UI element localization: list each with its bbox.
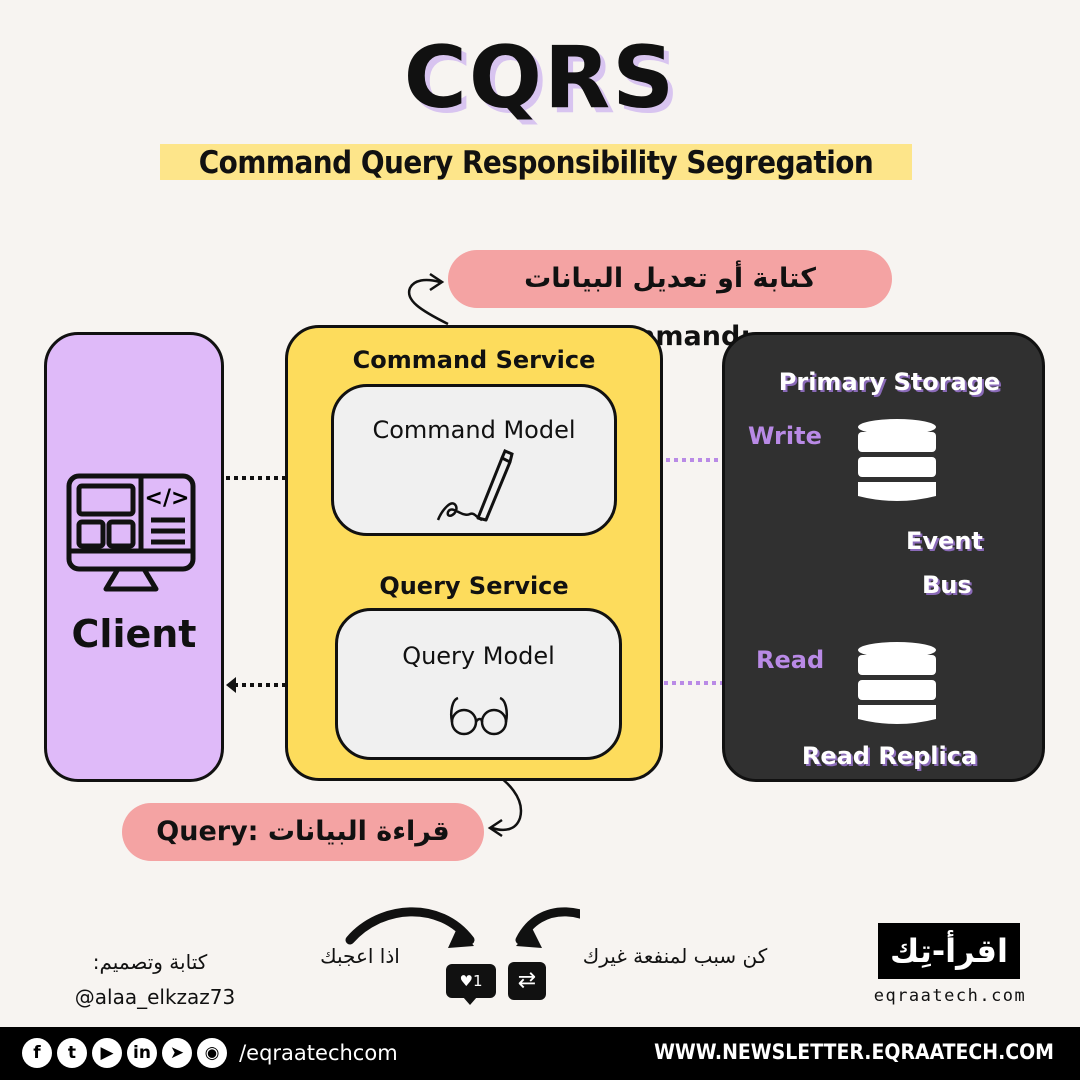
- retweet-button[interactable]: ⇄: [508, 962, 546, 1000]
- social-handle[interactable]: /eqraatechcom: [239, 1041, 398, 1065]
- credit-label: كتابة وتصميم:: [92, 950, 208, 974]
- read-replica-label: Read Replica: [801, 742, 978, 770]
- database-icon: [858, 419, 936, 501]
- event-bus-label-2: Bus: [922, 571, 972, 599]
- like-badge-tail: [463, 997, 477, 1005]
- brand-logo: اقرأ-تِك: [878, 923, 1020, 979]
- brand-site[interactable]: eqraatech.com: [873, 986, 1027, 1006]
- telegram-icon[interactable]: ➤: [162, 1038, 192, 1068]
- client-label: Client: [71, 612, 197, 656]
- query-callout: قراءة البيانات :Query: [122, 803, 484, 861]
- facebook-icon[interactable]: f: [22, 1038, 52, 1068]
- query-service-label: Query Service: [379, 572, 569, 600]
- command-service-label: Command Service: [352, 346, 596, 374]
- command-callout: كتابة أو تعديل البيانات :Command: [448, 250, 892, 352]
- read-label: Read: [756, 646, 825, 674]
- share-prompt: كن سبب لمنفعة غيرك: [582, 944, 768, 968]
- youtube-icon[interactable]: ▶: [92, 1038, 122, 1068]
- linkedin-icon[interactable]: in: [127, 1038, 157, 1068]
- twitter-icon[interactable]: t: [57, 1038, 87, 1068]
- glasses-icon: [450, 696, 508, 736]
- svg-text:</>: </>: [145, 486, 190, 511]
- page-subtitle: Command Query Responsibility Segregation: [160, 144, 912, 181]
- command-model-box: [331, 384, 617, 536]
- pen-signature-icon: [436, 449, 514, 522]
- newsletter-link[interactable]: WWW.NEWSLETTER.EQRAATECH.COM: [654, 1040, 1054, 1064]
- primary-storage-label: Primary Storage: [778, 368, 1001, 396]
- credit-handle[interactable]: @alaa_elkzaz73: [74, 985, 236, 1009]
- query-model-box: [335, 608, 622, 760]
- page-title: CQRS: [403, 28, 677, 128]
- command-model-label: Command Model: [372, 416, 576, 444]
- curved-arrows: [345, 907, 580, 948]
- query-model-label: Query Model: [402, 642, 555, 670]
- like-button[interactable]: ♥1: [446, 964, 496, 998]
- heart-icon: ♥: [459, 972, 473, 990]
- write-label: Write: [748, 422, 822, 450]
- github-icon[interactable]: ◉: [197, 1038, 227, 1068]
- storage-panel: [722, 332, 1045, 782]
- monitor-code-icon: </>: [66, 473, 196, 592]
- like-prompt: اذا اعجبك: [320, 944, 400, 968]
- database-icon: [858, 642, 936, 724]
- event-bus-label-1: Event: [906, 527, 983, 555]
- retweet-icon: ⇄: [517, 968, 537, 993]
